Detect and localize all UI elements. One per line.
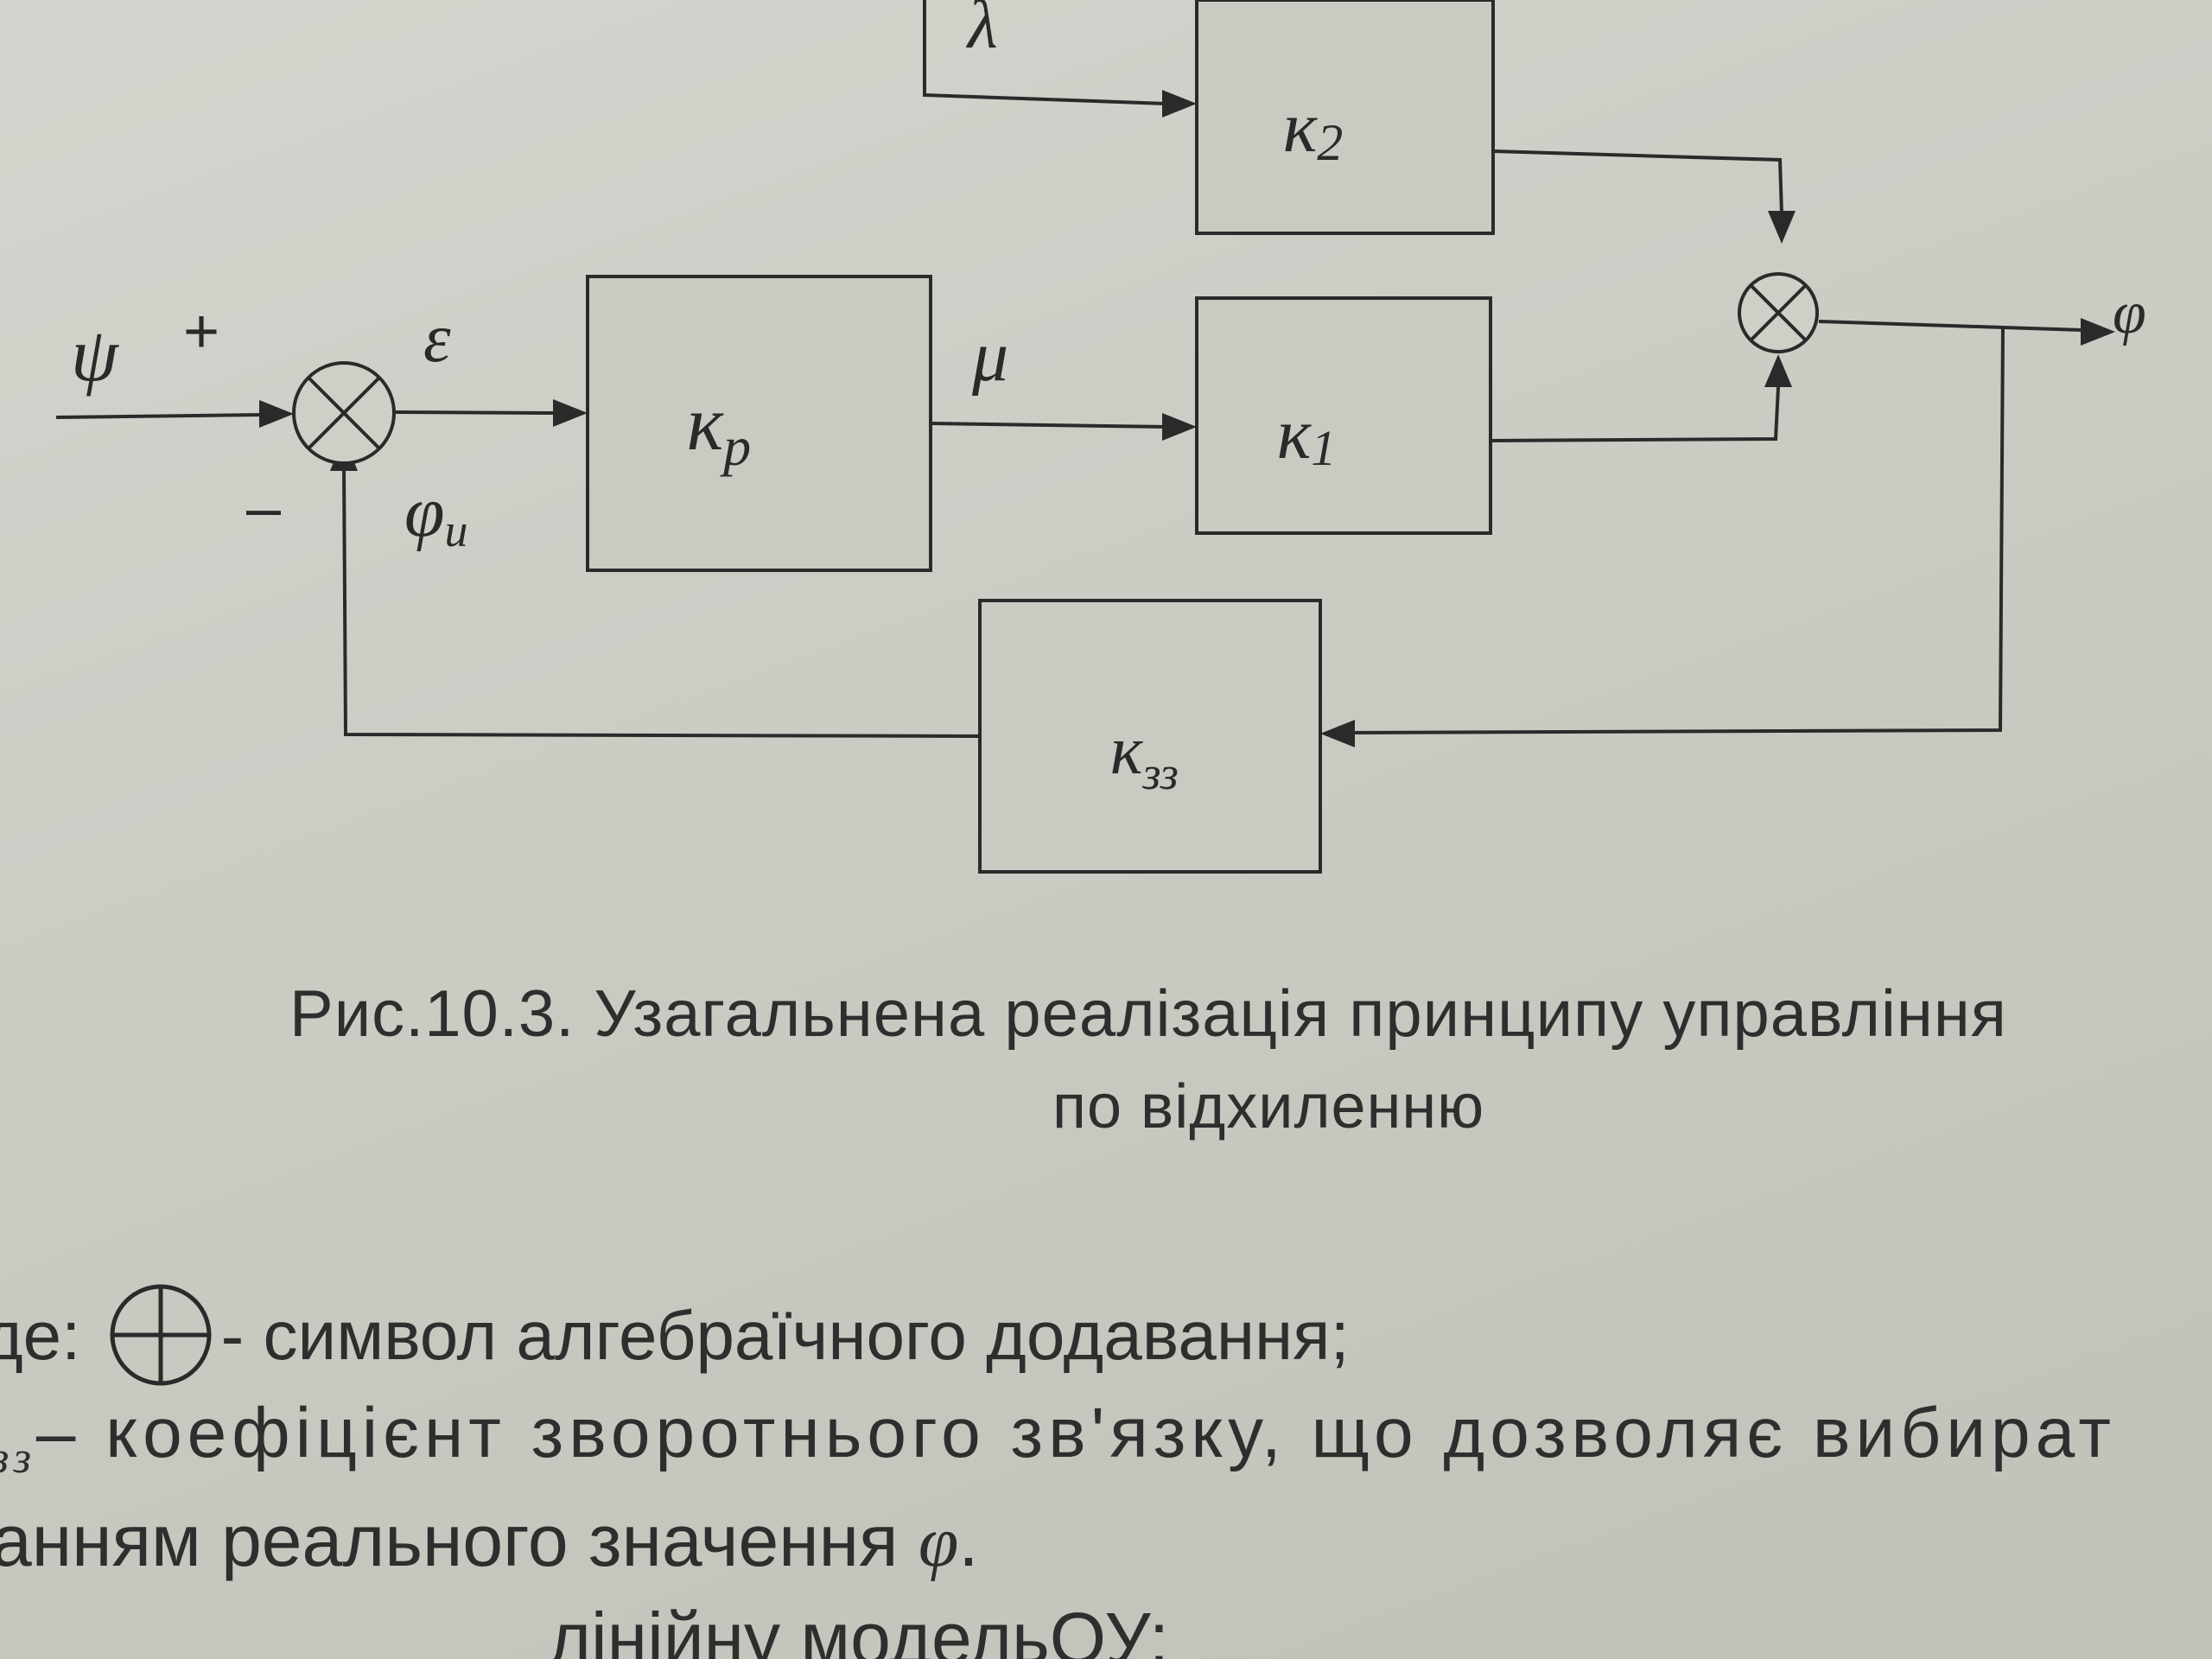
signal-phi: φ [2113,280,2146,346]
wire-psi-input [55,413,264,419]
block-kzz [978,599,1322,874]
body-line-2-sub: зз [0,1433,36,1483]
sign-minus: – [246,474,282,543]
body-line-1-prefix: де: [0,1297,81,1374]
arrow-kzz-in [1320,720,1355,747]
label-kzz: кзз [1110,713,1179,799]
signal-lambda: λ [966,0,998,63]
body-line-3: анням реального значення φ. [0,1499,979,1584]
body-line-3-end: . [958,1500,979,1581]
figure-caption-line2: по відхиленню [1052,1072,1485,1141]
label-k2: к2 [1283,87,1343,171]
wire-k1-sum2 [1490,386,1780,442]
arrow-output [2081,318,2115,346]
circled-plus-icon [110,1284,212,1386]
body-line-3-symbol: φ [918,1502,959,1582]
summing-junction-1 [292,361,396,465]
arrow-sum1-in [259,400,294,428]
block-k1 [1195,296,1492,535]
sign-plus: + [183,297,219,366]
signal-phi-u: φи [404,472,467,556]
wire-epsilon [395,410,558,415]
signal-epsilon: ε [423,301,451,377]
wire-k2-sum2 [1492,149,1783,215]
arrow-kp-in [553,399,588,427]
body-line-3-text: анням реального значення [0,1500,918,1581]
summing-junction-2 [1738,272,1819,353]
wire-mu [930,422,1167,429]
signal-psi: ψ [71,314,119,397]
wire-feedback-left [342,466,981,738]
block-kp [586,275,932,572]
arrow-sum2-top [1768,211,1796,244]
wire-output [1818,320,2083,332]
body-line-1-text: - символ алгебраїчного додавання; [201,1297,1350,1374]
wire-feedback-right [1351,326,2005,734]
label-k1: к1 [1277,394,1336,476]
body-line-1: де: - символ алгебраїчного додавання; [0,1296,1350,1376]
arrow-k2-in [1162,90,1197,118]
wire-lambda-k2 [923,0,1167,105]
arrow-sum2-bottom [1764,354,1792,387]
signal-mu: μ [971,316,1008,397]
body-line-4: лінійну модельОУ: [549,1598,1170,1659]
block-k2 [1195,0,1495,235]
arrow-k1-in [1162,413,1197,441]
label-kp: кp [687,381,751,477]
body-line-2-text: – коефіцієнт зворотнього зв'язку, що доз… [35,1394,2116,1472]
body-line-2: зз– коефіцієнт зворотнього зв'язку, що д… [0,1393,2116,1484]
figure-caption-line1: Рис.10.3. Узагальнена реалізація принцип… [289,977,2007,1051]
